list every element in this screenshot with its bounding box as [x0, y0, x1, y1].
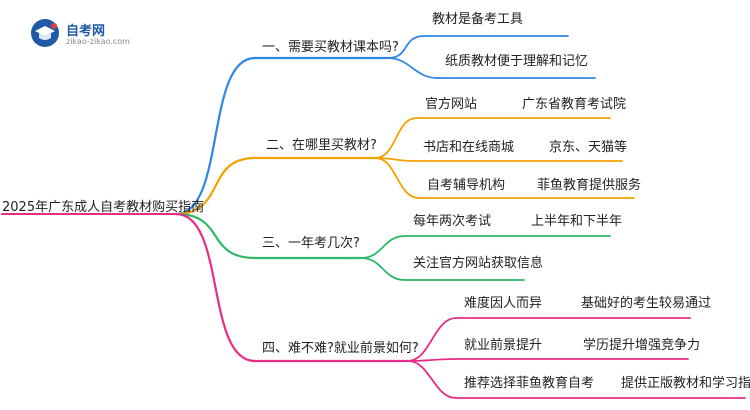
leaf-detail: 京东、天猫等 [549, 140, 628, 155]
leaf-connector [360, 235, 406, 259]
leaf-detail: 基础好的考生较易通过 [581, 296, 712, 311]
branch-connector [174, 56, 257, 216]
leaf-label: 推荐选择菲鱼教育自考 [464, 376, 595, 391]
leaf-label: 纸质教材便于理解和记忆 [445, 54, 589, 69]
leaf-detail: 菲鱼教育提供服务 [537, 178, 642, 193]
leaf-detail: 学历提升增强竞争力 [583, 338, 701, 353]
leaf-label: 书店和在线商城 [423, 140, 515, 155]
branch-connector [174, 212, 257, 363]
leaf-label: 难度因人而异 [464, 296, 543, 311]
leaf-detail: 上半年和下半年 [531, 214, 623, 229]
leaf-label: 官方网站 [425, 97, 478, 112]
leaf-connector [374, 157, 420, 199]
leaf-connector [360, 257, 406, 281]
leaf-label: 教材是备考工具 [432, 12, 524, 27]
root-topic: 2025年广东成人自考教材购买指南 [2, 200, 205, 215]
branch-connector [174, 156, 257, 216]
leaf-connector [374, 117, 418, 159]
branch-connector [174, 212, 257, 260]
leaf-connector [387, 35, 425, 59]
leaf-connector [407, 360, 457, 399]
leaf-detail: 广东省教育考试院 [522, 97, 627, 112]
leaf-detail: 提供正版教材和学习指导 [621, 376, 750, 391]
leaf-connector [407, 317, 457, 362]
leaf-label: 就业前景提升 [464, 338, 543, 353]
leaf-label: 自考辅导机构 [427, 178, 506, 193]
branch-label: 二、在哪里买教材? [266, 138, 377, 153]
branch-label: 三、一年考几次? [262, 236, 360, 251]
logo-name: 自考网 [66, 24, 106, 39]
logo-url: zikao-zikao.com [66, 37, 130, 46]
site-logo[interactable]: 自考网 zikao-zikao.com [30, 18, 170, 52]
branch-label: 一、需要买教材课本吗? [262, 40, 399, 55]
leaf-label: 关注官方网站获取信息 [413, 256, 544, 271]
leaf-connector [387, 57, 438, 79]
leaf-label: 每年两次考试 [413, 214, 492, 229]
branch-label: 四、难不难?就业前景如何? [262, 341, 419, 356]
graduation-cap-icon [31, 19, 59, 47]
